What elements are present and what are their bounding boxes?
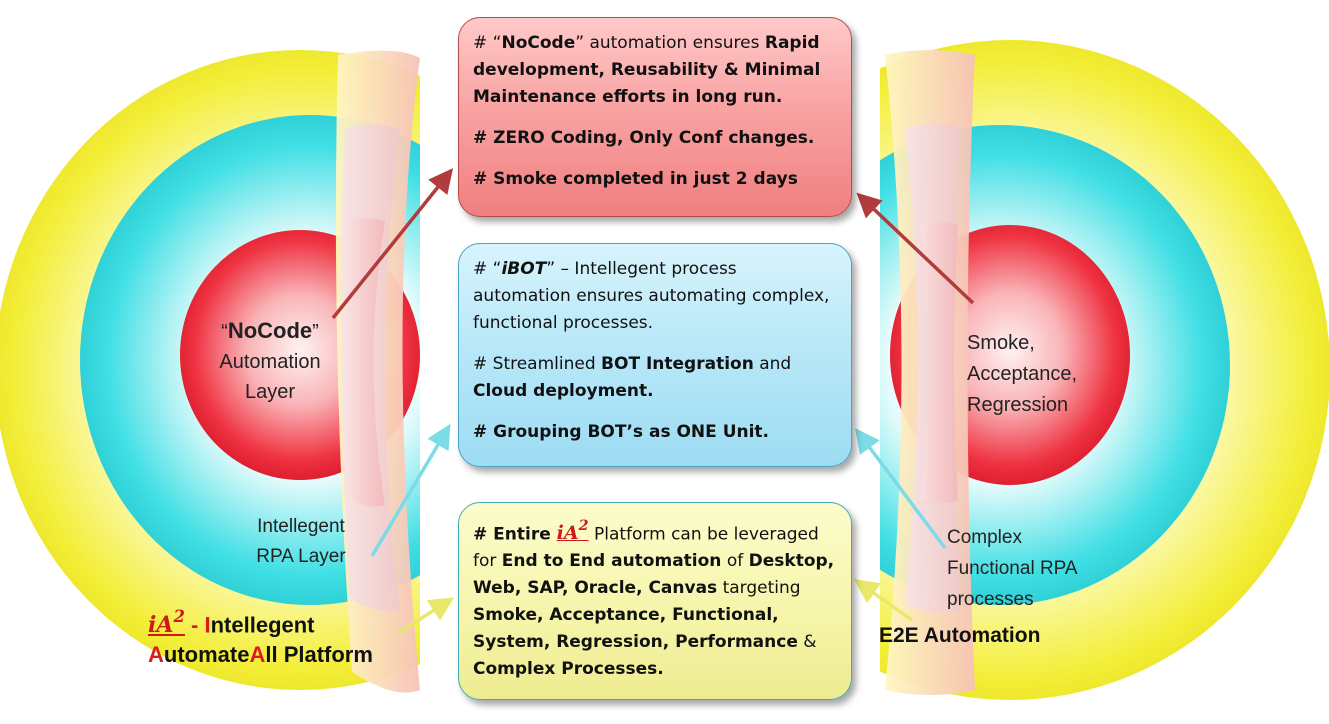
- arrow-right-to-platform: [853, 579, 914, 622]
- rpa-layer-label: Intellegent RPA Layer: [256, 516, 346, 567]
- e2e-automation-label: E2E Automation: [879, 624, 1041, 647]
- platform-paragraph: # Entire iA2 Platform can be leveraged f…: [473, 518, 835, 680]
- brand-label: iA2 - Intellegent AutomateAll Platform: [148, 607, 373, 668]
- nocode-paragraph-3: # Smoke completed in just 2 days: [473, 169, 798, 189]
- arrow-right-to-nocode: [856, 192, 975, 305]
- nocode-benefits-box: # “NoCode” automation ensures Rapid deve…: [458, 17, 852, 217]
- complex-rpa-label: Complex Functional RPA processes: [947, 527, 1078, 610]
- arrow-left-to-platform: [397, 597, 455, 635]
- platform-benefits-box: # Entire iA2 Platform can be leveraged f…: [458, 502, 852, 700]
- arrow-left-to-ibot: [370, 423, 451, 557]
- right-flap-inner: [920, 221, 958, 503]
- ibot-paragraph-2: # Streamlined BOT Integration and Cloud …: [473, 354, 792, 401]
- test-types-label: Smoke, Acceptance, Regression: [967, 332, 1078, 416]
- ia2-logo: iA2: [148, 607, 185, 639]
- nocode-paragraph-1: # “NoCode” automation ensures Rapid deve…: [473, 33, 821, 107]
- ibot-paragraph-3: # Grouping BOT’s as ONE Unit.: [473, 422, 770, 442]
- arrow-left-to-nocode: [331, 168, 454, 320]
- left-rings: [0, 50, 420, 690]
- nocode-layer-label: “NoCode” Automation Layer: [219, 318, 321, 403]
- ibot-paragraph-1: # “iBOT” – Intellegent process automatio…: [473, 259, 830, 333]
- ia2-logo-inline: iA2: [556, 518, 589, 545]
- nocode-paragraph-2: # ZERO Coding, Only Conf changes.: [473, 128, 815, 148]
- arrow-right-to-ibot: [855, 428, 947, 550]
- ibot-benefits-box: # “iBOT” – Intellegent process automatio…: [458, 243, 852, 467]
